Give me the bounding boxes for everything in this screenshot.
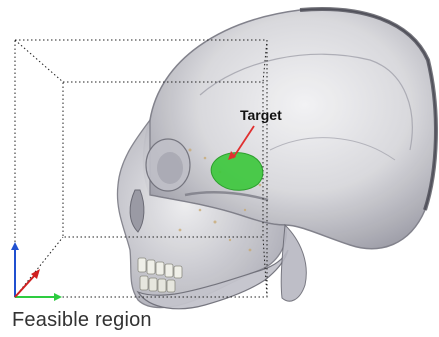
feasible-region-caption: Feasible region	[12, 309, 152, 332]
axis-y-arrowhead	[11, 242, 19, 250]
skull-mastoid	[281, 225, 306, 301]
axis-z-arrow	[15, 275, 35, 297]
target-label: Target	[240, 107, 282, 123]
axis-x-arrowhead	[54, 293, 62, 301]
coordinate-axes	[11, 242, 62, 301]
skull-render	[117, 9, 436, 309]
skull-orbit-inner	[157, 152, 183, 184]
feasible-region-edge	[15, 40, 63, 82]
